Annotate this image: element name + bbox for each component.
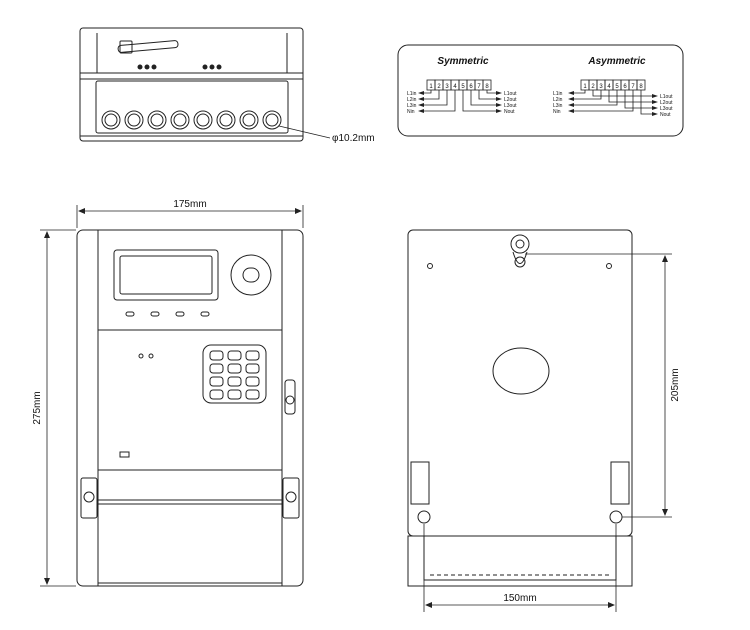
- back-view-outline: [407, 229, 633, 537]
- dimension-arrows: [44, 91, 668, 608]
- symmetric-title: Symmetric: [437, 56, 489, 67]
- optical-port: [230, 254, 272, 296]
- mount-width-label: 150mm: [503, 593, 536, 604]
- asym-terminal-2: 2: [591, 84, 595, 90]
- asym-terminal-3: 3: [599, 84, 603, 90]
- sym-label-l1in: L1in: [407, 91, 417, 97]
- height-label: 275mm: [32, 391, 43, 424]
- sym-terminal-6: 6: [469, 84, 473, 90]
- sym-label-nin: Nin: [407, 109, 415, 115]
- asym-label-l1out: L1out: [660, 94, 673, 100]
- lcd-display: [113, 249, 219, 301]
- hole-diameter-label: φ10.2mm: [332, 133, 375, 144]
- asym-terminal-6: 6: [623, 84, 627, 90]
- antenna-icon: [117, 40, 179, 53]
- top-view: [79, 27, 331, 142]
- asym-label-nout: Nout: [660, 112, 671, 118]
- sym-label-l1out: L1out: [504, 91, 517, 97]
- back-oval: [492, 347, 550, 395]
- sym-label-l2out: L2out: [504, 97, 517, 103]
- sym-label-l3out: L3out: [504, 103, 517, 109]
- asymmetric-wiring: [570, 79, 656, 115]
- asym-label-l2in: L2in: [553, 97, 563, 103]
- asym-label-nin: Nin: [553, 109, 561, 115]
- sym-label-nout: Nout: [504, 109, 515, 115]
- sym-terminal-3: 3: [445, 84, 449, 90]
- sym-terminal-4: 4: [453, 84, 457, 90]
- sym-label-l3in: L3in: [407, 103, 417, 109]
- asym-terminal-7: 7: [631, 84, 635, 90]
- hanging-hole: [510, 234, 530, 254]
- mount-hole-left: [417, 510, 431, 524]
- asymmetric-title: Asymmetric: [587, 56, 646, 67]
- sym-terminal-1: 1: [429, 84, 433, 90]
- dimension-lines: [40, 205, 672, 612]
- top-view-outline: [79, 27, 304, 142]
- keypad: [202, 344, 267, 404]
- terminal-holes: [101, 110, 282, 130]
- back-view: [407, 229, 633, 587]
- asym-terminal-8: 8: [639, 84, 643, 90]
- asym-terminal-4: 4: [607, 84, 611, 90]
- wiring-diagram-box: [397, 44, 684, 137]
- asym-label-l2out: L2out: [660, 100, 673, 106]
- asym-label-l3out: L3out: [660, 106, 673, 112]
- symmetric-wiring: [420, 79, 500, 112]
- asym-label-l3in: L3in: [553, 103, 563, 109]
- front-view: [76, 229, 304, 587]
- width-label: 175mm: [173, 199, 206, 210]
- mount-hole-right: [609, 510, 623, 524]
- mount-height-label: 205mm: [670, 368, 681, 401]
- sym-label-l2in: L2in: [407, 97, 417, 103]
- asym-terminal-5: 5: [615, 84, 619, 90]
- asym-terminal-1: 1: [583, 84, 587, 90]
- sym-terminal-2: 2: [437, 84, 441, 90]
- sym-terminal-7: 7: [477, 84, 481, 90]
- sym-terminal-8: 8: [485, 84, 489, 90]
- sym-terminal-5: 5: [461, 84, 465, 90]
- asym-label-l1in: L1in: [553, 91, 563, 97]
